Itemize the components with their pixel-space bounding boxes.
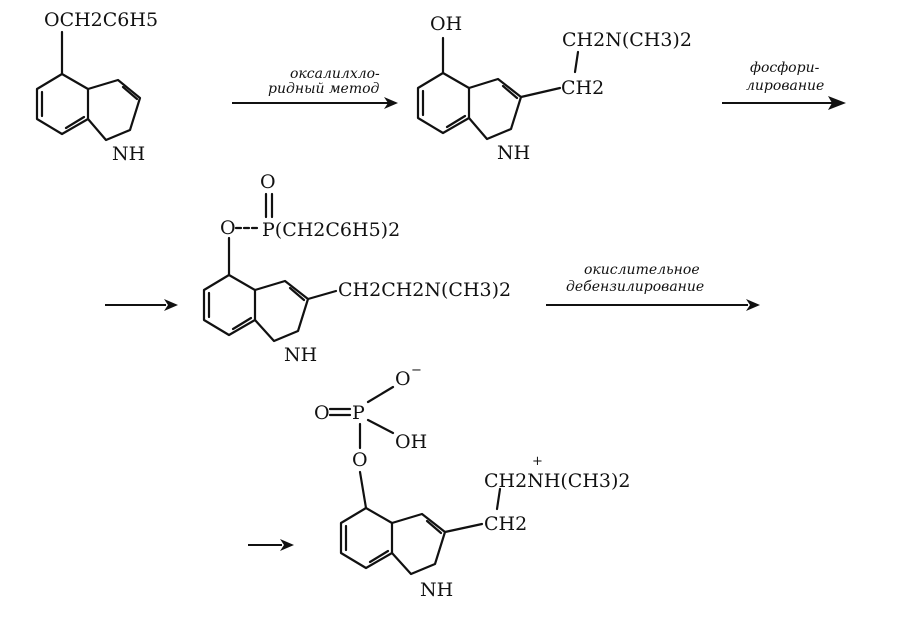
ester-oxygen-label: O bbox=[352, 449, 368, 471]
inner-double-bond bbox=[64, 115, 86, 130]
side-chain-bond bbox=[443, 522, 484, 534]
pyrrole-ring bbox=[86, 78, 142, 142]
benzene-ring bbox=[416, 71, 471, 135]
p-o-minus-bond bbox=[366, 385, 395, 404]
phosphorus-group-label: P(CH2C6H5)2 bbox=[262, 219, 400, 241]
oxo-oxygen-label: O bbox=[260, 171, 276, 193]
oxo-oxygen-label: O bbox=[314, 402, 330, 424]
indole-nh-label: NH bbox=[420, 579, 453, 601]
reaction-arrow-2: фосфори- лирование bbox=[722, 60, 846, 110]
reaction-arrow-continuation-1 bbox=[105, 299, 178, 311]
pyrrole-ring bbox=[390, 512, 447, 576]
side-chain-bond bbox=[573, 50, 580, 74]
anionic-oxygen-label: O bbox=[395, 368, 411, 390]
hydroxyl-label: OH bbox=[395, 431, 427, 453]
pyrrole-double-bond bbox=[121, 85, 139, 101]
p-oh-bond bbox=[366, 418, 395, 435]
inner-double-bond bbox=[445, 114, 467, 129]
benzene-ring bbox=[339, 506, 394, 570]
pyrrole-ring bbox=[467, 77, 523, 141]
positive-charge: + bbox=[532, 454, 543, 469]
reaction-arrow-continuation-2 bbox=[248, 539, 294, 551]
side-chain-bond bbox=[519, 86, 562, 99]
benzene-ring bbox=[35, 72, 90, 136]
side-chain-bond bbox=[495, 487, 502, 511]
reaction-arrow-1: оксалилхло- ридный метод bbox=[232, 66, 398, 109]
phosphorus-label: P bbox=[352, 402, 365, 424]
inner-double-bond bbox=[368, 549, 390, 564]
indole-nh-label: NH bbox=[112, 143, 145, 165]
arrow-3-caption-line1: окислительное bbox=[584, 262, 700, 278]
indole-nh-label: NH bbox=[284, 344, 317, 366]
dimethylaminomethyl-label: CH2N(CH3)2 bbox=[562, 29, 692, 51]
indole-nh-label: NH bbox=[497, 142, 530, 164]
pyrrole-double-bond bbox=[425, 519, 443, 535]
methylene-label: CH2 bbox=[484, 513, 527, 535]
methylene-label: CH2 bbox=[561, 77, 604, 99]
pyrrole-double-bond bbox=[501, 84, 519, 100]
compound-psilocin: OH CH2N(CH3)2 CH2 NH bbox=[416, 13, 692, 164]
arrow-3-caption-line2: дебензилирование bbox=[566, 279, 704, 295]
arrow-2-caption-line2: лирование bbox=[746, 78, 824, 94]
side-chain-label: CH2CH2N(CH3)2 bbox=[338, 279, 511, 301]
arrow-1-caption-line2: ридный метод bbox=[268, 81, 380, 97]
pyrrole-ring bbox=[253, 279, 310, 343]
pyrrole-double-bond bbox=[288, 286, 306, 302]
negative-charge: − bbox=[411, 363, 422, 378]
compound-psilocybin: P O O − OH O CH2NH(CH3)2 + CH2 NH bbox=[314, 363, 631, 601]
inner-double-bond bbox=[231, 316, 253, 331]
ester-oxygen-label: O bbox=[220, 217, 236, 239]
compound-dibenzyl-phosphate: O P(CH2C6H5)2 O CH2CH2N(CH3)2 NH bbox=[202, 171, 511, 366]
benzene-ring bbox=[202, 273, 257, 337]
ammonium-group-label: CH2NH(CH3)2 bbox=[484, 470, 631, 492]
compound-benzyloxyindole: OCH2C6H5 NH bbox=[35, 9, 158, 165]
hydroxyl-label: OH bbox=[430, 13, 462, 35]
side-chain-bond bbox=[306, 289, 338, 301]
benzyloxy-label: OCH2C6H5 bbox=[44, 9, 158, 31]
arrow-2-caption-line1: фосфори- bbox=[750, 60, 820, 76]
aryl-o-bond bbox=[358, 470, 368, 510]
arrow-1-caption-line1: оксалилхло- bbox=[290, 66, 380, 82]
reaction-arrow-3: окислительное дебензилирование bbox=[546, 262, 760, 311]
